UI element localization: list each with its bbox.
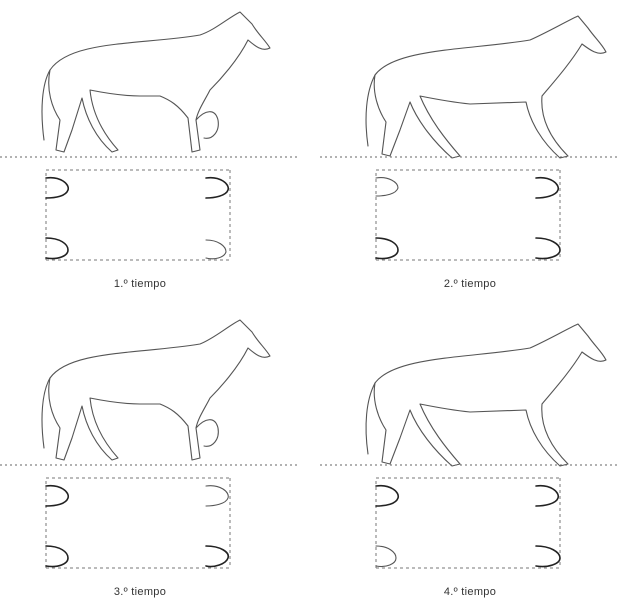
gait-panel-2: 2.º tiempo: [320, 0, 620, 300]
panel-caption-2: 2.º tiempo: [443, 278, 497, 290]
horse-figure-4: [320, 323, 620, 569]
horse-figure-3: [0, 319, 300, 569]
gait-panel-3: 3.º tiempo: [0, 308, 300, 608]
gait-panel-1: 1.º tiempo: [0, 0, 300, 300]
panel-caption-3: 3.º tiempo: [113, 586, 167, 598]
gait-panel-4: 4.º tiempo: [320, 308, 620, 608]
panel-caption-1: 1.º tiempo: [113, 278, 167, 290]
horse-figure-2: [320, 15, 620, 261]
horse-figure-1: [0, 11, 300, 261]
panel-caption-4: 4.º tiempo: [443, 586, 497, 598]
